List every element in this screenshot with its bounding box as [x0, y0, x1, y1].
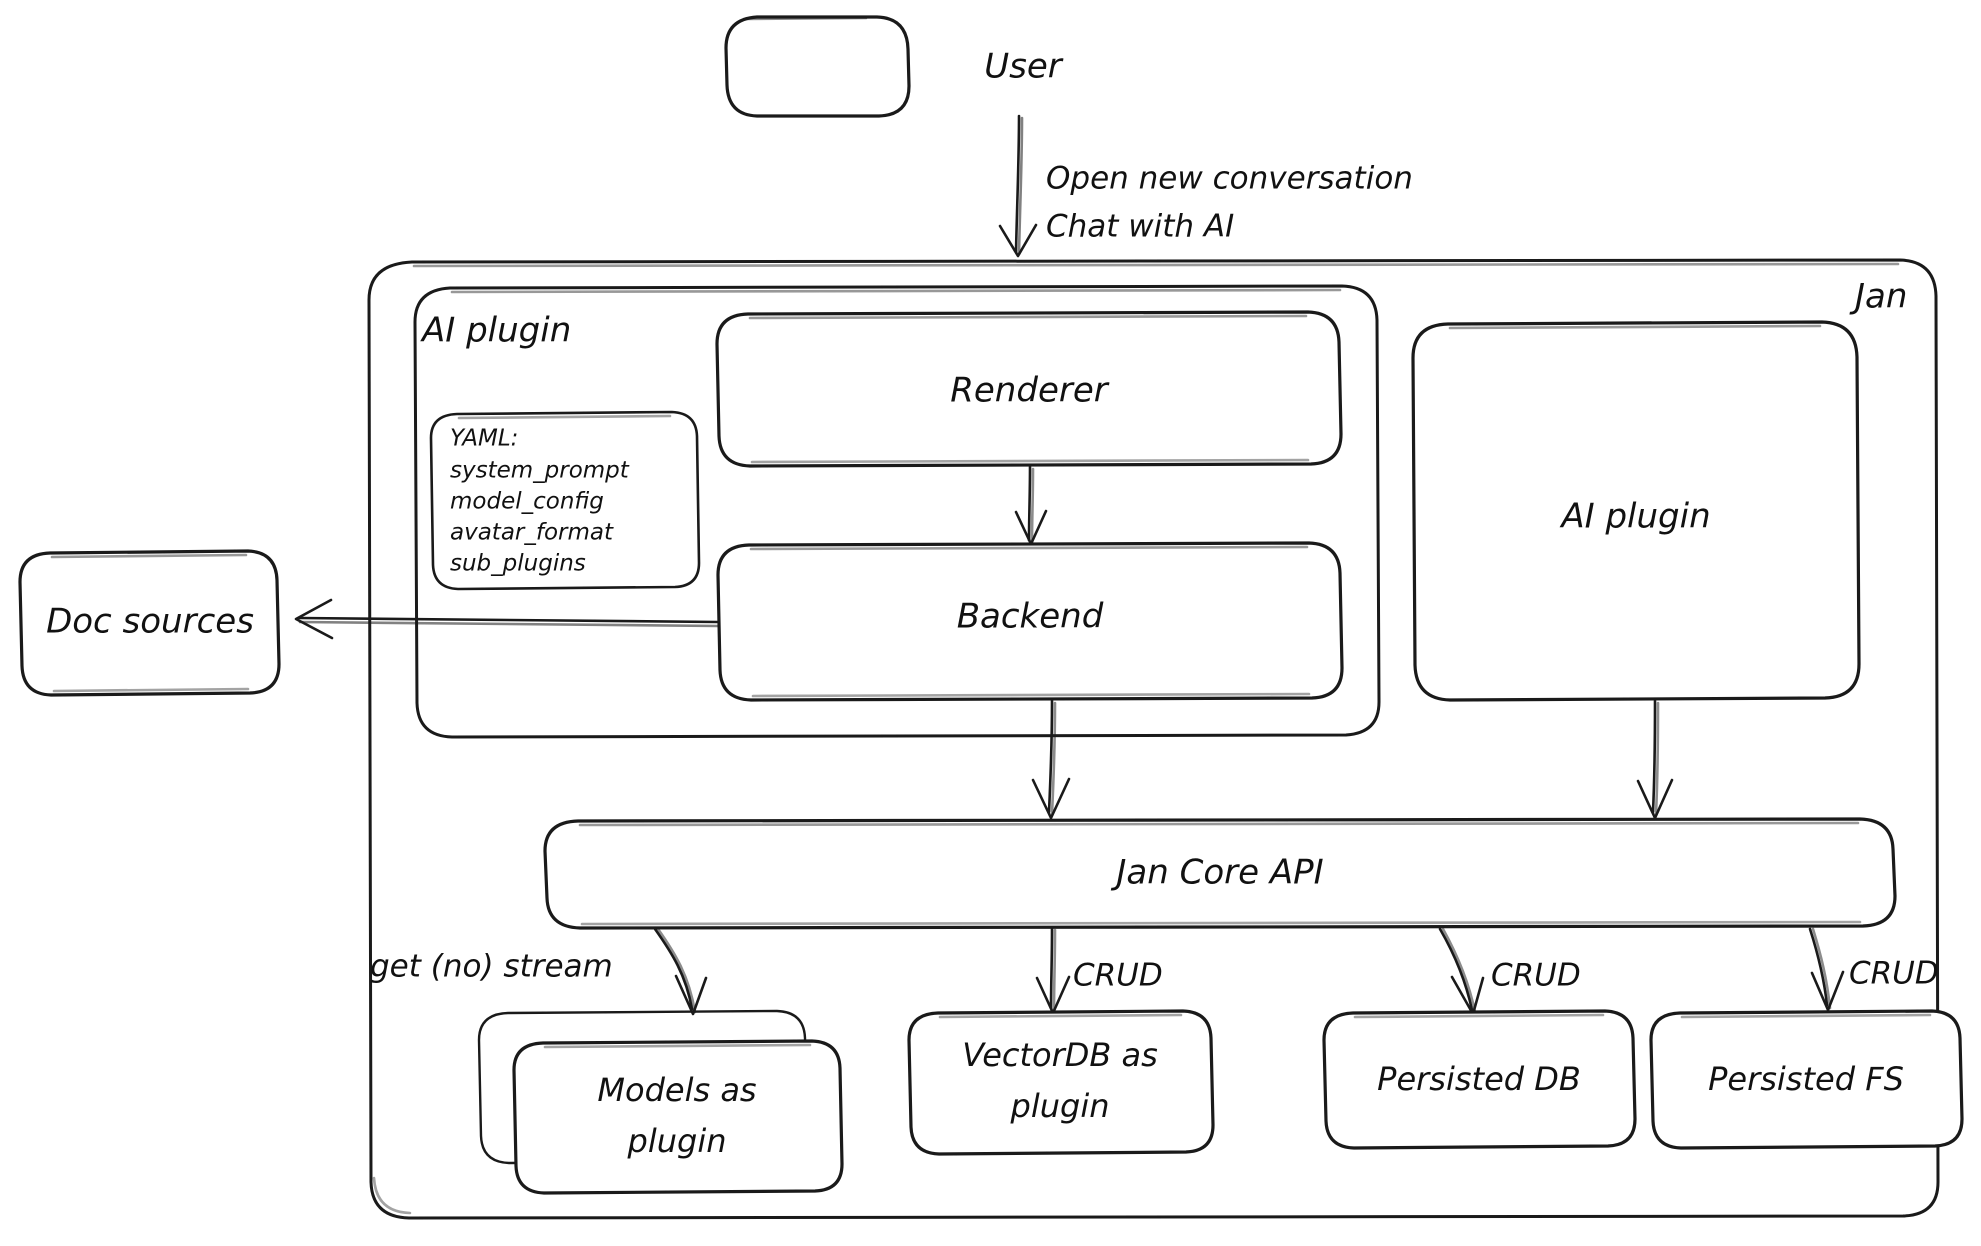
node-vectordb-plugin-label-line2: plugin	[1010, 1087, 1110, 1125]
node-renderer-label: Renderer	[950, 371, 1109, 411]
node-persisted-fs-label: Persisted FS	[1708, 1060, 1904, 1098]
edge-core-to-persisted-fs	[1808, 927, 1845, 1012]
edge-label-crud-persisted-fs: CRUD	[1849, 956, 1939, 992]
yaml-key-sub-plugins: sub_plugins	[450, 551, 586, 577]
node-models-plugin[interactable]	[477, 1009, 844, 1195]
node-doc-sources[interactable]	[18, 549, 281, 697]
node-models-plugin-label-line2: plugin	[627, 1122, 727, 1160]
node-jan-core-api-label: Jan Core API	[1110, 853, 1323, 893]
node-models-plugin-label-line1: Models as	[597, 1071, 756, 1109]
yaml-key-system-prompt: system_prompt	[450, 458, 630, 484]
node-renderer[interactable]	[715, 310, 1343, 468]
node-ai-plugin-right-label: AI plugin	[1559, 497, 1710, 537]
edge-label-crud-vectordb: CRUD	[1073, 958, 1163, 994]
node-persisted-db[interactable]	[1322, 1009, 1637, 1150]
group-jan-label: Jan	[1849, 277, 1907, 317]
edge-backend-to-core	[1031, 699, 1071, 820]
edge-label-open-conversation-line1: Open new conversation	[1046, 161, 1413, 197]
yaml-key-model-config: model_config	[450, 489, 604, 515]
yaml-key-avatar-format: avatar_format	[450, 520, 614, 546]
node-user[interactable]	[724, 15, 911, 118]
node-jan-core-api[interactable]	[543, 817, 1897, 930]
node-backend[interactable]	[716, 541, 1344, 702]
node-persisted-db-label: Persisted DB	[1377, 1060, 1581, 1098]
edge-label-get-no-stream: get (no) stream	[370, 949, 613, 985]
node-ai-plugin-right[interactable]	[1411, 320, 1861, 702]
edge-backend-to-doc-sources	[294, 598, 720, 640]
node-persisted-fs[interactable]	[1649, 1009, 1964, 1150]
edge-core-to-models	[653, 927, 708, 1016]
yaml-heading: YAML:	[450, 426, 518, 452]
node-backend-label: Backend	[957, 597, 1104, 637]
node-vectordb-plugin-label-line1: VectorDB as	[962, 1036, 1158, 1074]
edge-label-open-conversation-line2: Chat with AI	[1046, 209, 1234, 245]
node-vectordb-plugin[interactable]	[907, 1009, 1215, 1156]
edge-user-to-renderer	[998, 114, 1038, 258]
group-ai-plugin-label: AI plugin	[420, 311, 571, 351]
edge-label-crud-persisted-db: CRUD	[1491, 958, 1581, 994]
node-doc-sources-label: Doc sources	[46, 602, 254, 642]
node-user-label: User	[984, 47, 1064, 87]
yaml-config-card	[429, 410, 701, 591]
